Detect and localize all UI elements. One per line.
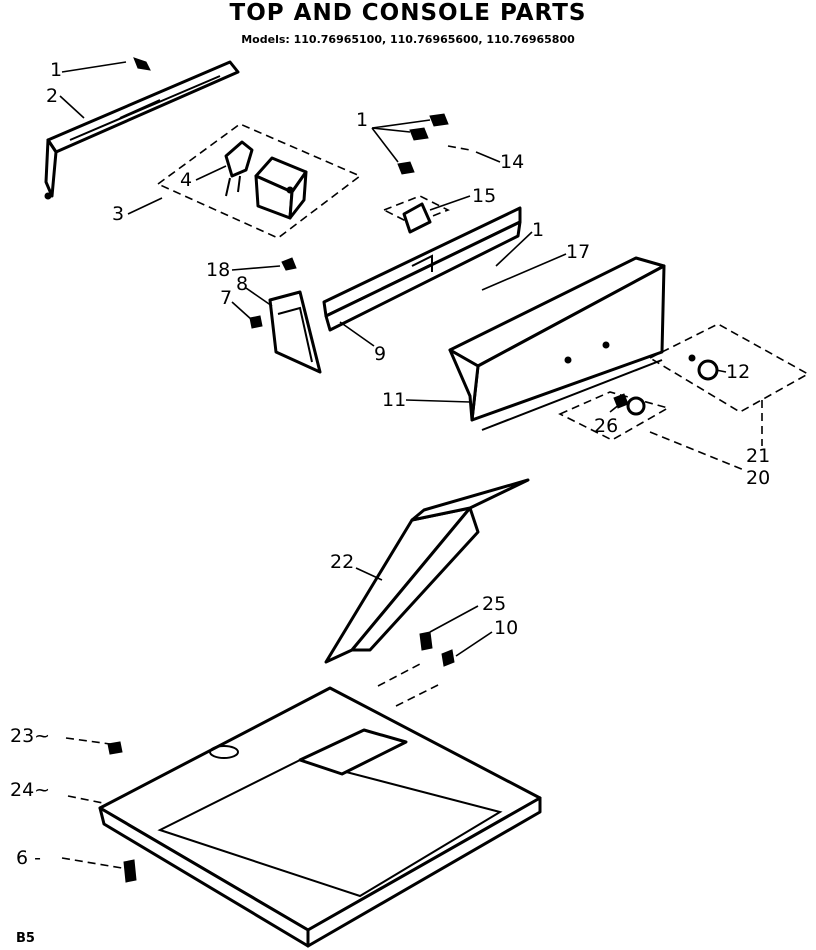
- bracket-part: [382, 195, 450, 234]
- motor-housing: [254, 156, 308, 220]
- callout-20: 20: [746, 467, 770, 489]
- callout-8: 8: [236, 273, 248, 295]
- screw-10: [441, 649, 455, 667]
- callout-4: 4: [180, 169, 192, 191]
- callout-14: 14: [500, 151, 524, 173]
- callout-labels: 1 2 3 4 1 14 15 1 17 18 8 7 9 11 12 26 2…: [10, 59, 770, 869]
- callout-7: 7: [220, 287, 232, 309]
- callout-15: 15: [472, 185, 496, 207]
- callout-6: 6 -: [16, 847, 41, 869]
- screw-1-top: [133, 57, 151, 71]
- rear-panel: [44, 60, 240, 200]
- callout-25: 25: [482, 593, 506, 615]
- callout-1: 1: [532, 219, 544, 241]
- callout-26: 26: [594, 415, 618, 437]
- control-plate: [156, 123, 362, 239]
- console-rail: [322, 206, 522, 332]
- screw-7: [249, 315, 263, 329]
- door-frame: [324, 478, 530, 664]
- callout-22: 22: [330, 551, 354, 573]
- callout-18: 18: [206, 259, 230, 281]
- screw-25: [419, 631, 433, 651]
- page-title: TOP AND CONSOLE PARTS: [229, 0, 587, 26]
- switch-part: [224, 140, 254, 197]
- callout-23: 23~: [10, 725, 50, 747]
- callout-1: 1: [50, 59, 62, 81]
- callout-1: 1: [356, 109, 368, 131]
- console-end-cap: [268, 290, 322, 374]
- callout-3: 3: [112, 203, 124, 225]
- callout-11: 11: [382, 389, 406, 411]
- screw-group-1: [397, 113, 471, 175]
- callout-2: 2: [46, 85, 58, 107]
- callout-17: 17: [566, 241, 590, 263]
- footer-code: B5: [16, 931, 35, 946]
- callout-24: 24~: [10, 779, 50, 801]
- screw-18: [281, 257, 297, 271]
- leader-lines: [59, 61, 763, 869]
- models-line: Models: 110.76965100, 110.76965600, 110.…: [241, 33, 575, 46]
- callout-9: 9: [374, 343, 386, 365]
- dryer-top: [98, 686, 542, 948]
- callout-12: 12: [726, 361, 750, 383]
- callout-21: 21: [746, 445, 770, 467]
- knob-group-20: [558, 391, 671, 441]
- callout-10: 10: [494, 617, 518, 639]
